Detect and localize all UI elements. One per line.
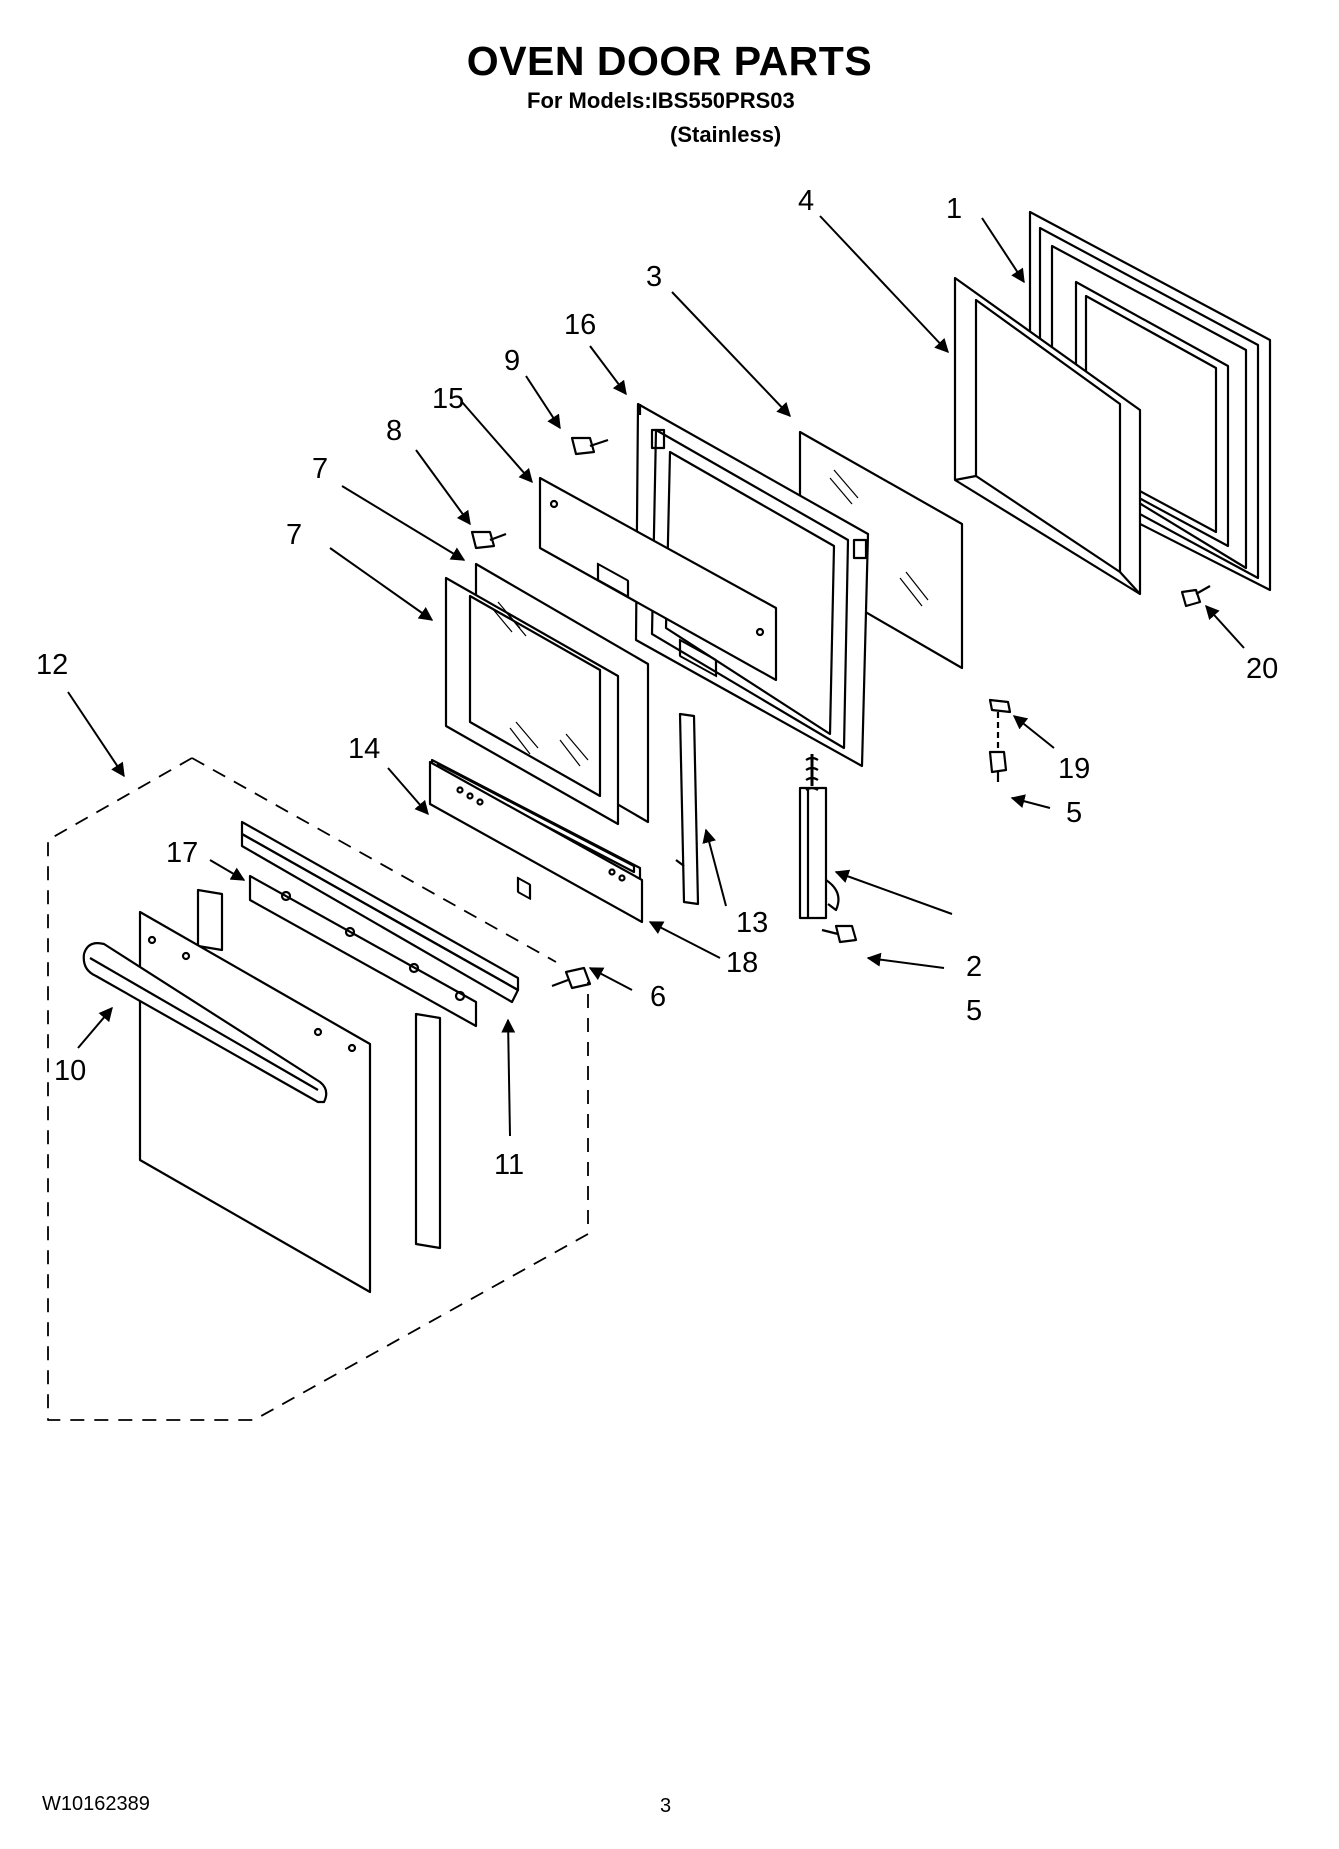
- callout-5-lower: 5: [966, 995, 982, 1027]
- screw-part-5-upper: [988, 750, 1008, 782]
- callout-7-upper: 7: [312, 453, 328, 485]
- door-assembly-outline-top: [191, 757, 557, 963]
- callout-15: 15: [432, 383, 464, 415]
- right-strap-part: [414, 1012, 442, 1250]
- clip-part-19: [988, 698, 1012, 748]
- screw-part-9: [570, 436, 609, 456]
- callout-7-lower: 7: [286, 519, 302, 551]
- callout-8: 8: [386, 415, 402, 447]
- variant-label: (Stainless): [670, 122, 782, 147]
- page-number: 3: [660, 1795, 672, 1817]
- bracket-part: [538, 476, 778, 682]
- callout-17: 17: [166, 837, 198, 869]
- callout-12: 12: [36, 649, 68, 681]
- callout-16: 16: [564, 309, 596, 341]
- door-panel-part: [138, 910, 372, 1294]
- callout-9: 9: [504, 345, 520, 377]
- screw-part-6: [551, 966, 592, 990]
- callout-11: 11: [494, 1149, 524, 1181]
- callout-4: 4: [798, 185, 814, 217]
- page-title: OVEN DOOR PARTS: [466, 38, 873, 84]
- screw-part-5-lower: [821, 924, 858, 944]
- screw-part-8: [470, 530, 507, 550]
- document-id: W10162389: [42, 1793, 150, 1815]
- models-label: For Models:IBS550PRS03: [527, 88, 795, 113]
- outer-glass-part: [444, 562, 650, 826]
- lower-trim-part: [428, 760, 644, 924]
- left-strap-part: [196, 888, 224, 952]
- hinge-part: [798, 754, 840, 920]
- callout-10: 10: [54, 1055, 86, 1087]
- door-handle-part: [82, 942, 328, 1104]
- door-frame-part: [953, 276, 1142, 596]
- callout-18: 18: [726, 947, 758, 979]
- side-rail-part: [675, 712, 700, 906]
- callout-13: 13: [736, 907, 768, 939]
- screw-part-20: [1180, 585, 1211, 608]
- trim-strip-part: [248, 874, 478, 1028]
- callout-20: 20: [1246, 653, 1278, 685]
- door-assembly-outline: [47, 757, 589, 1421]
- callout-14: 14: [348, 733, 380, 765]
- callout-1: 1: [946, 193, 962, 225]
- hinge-channel-part: [240, 820, 520, 1004]
- callout-6: 6: [650, 981, 666, 1013]
- callout-19: 19: [1058, 753, 1090, 785]
- callout-5-upper: 5: [1066, 797, 1082, 829]
- callout-2: 2: [966, 951, 982, 983]
- callout-3: 3: [646, 261, 662, 293]
